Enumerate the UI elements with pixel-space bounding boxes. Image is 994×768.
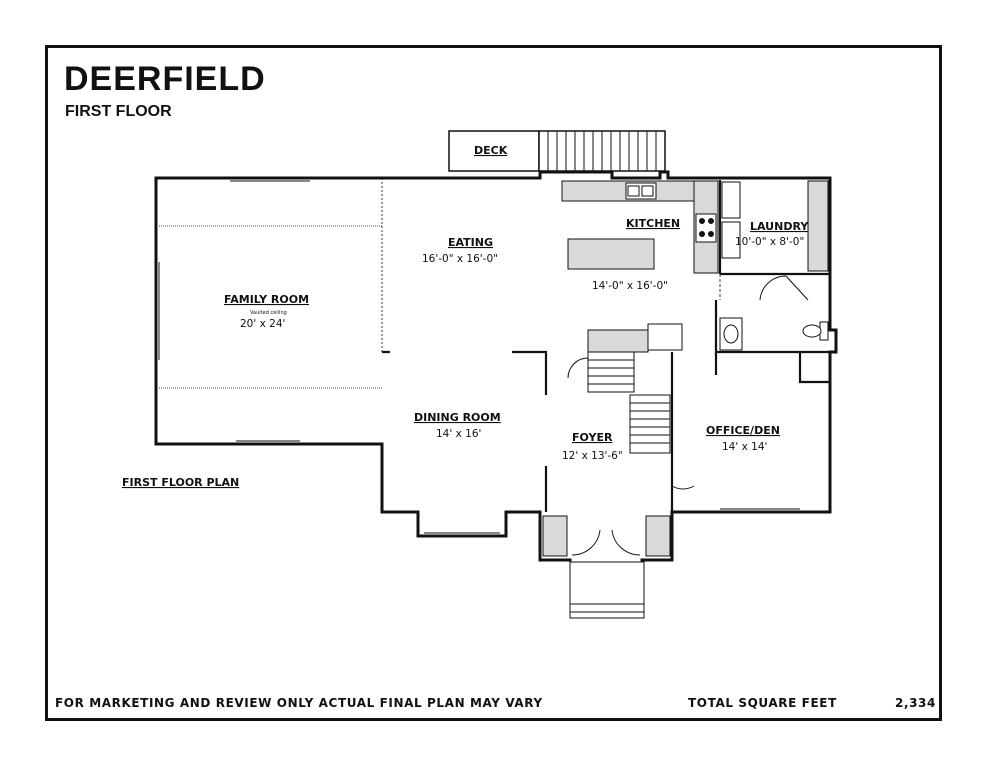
office-label: OFFICE/DEN — [706, 424, 780, 437]
toilet-icon — [802, 321, 829, 341]
eating-label: EATING — [448, 236, 493, 249]
kitchen-label: KITCHEN — [626, 217, 680, 230]
stairs — [587, 351, 671, 454]
vanity-sink-icon — [719, 317, 743, 351]
right-wall — [670, 328, 838, 514]
windows — [158, 180, 800, 534]
exterior-walls — [154, 170, 838, 562]
dining-room-dims: 14' x 16' — [436, 428, 481, 440]
sink-icon — [625, 182, 657, 200]
family-room-wall — [154, 176, 384, 446]
eating-dims: 16'-0" x 16'-0" — [422, 253, 498, 265]
door-swings — [567, 275, 809, 556]
family-room-note: Vaulted ceiling — [250, 310, 287, 316]
total-sqft-value: 2,334 — [895, 696, 936, 710]
deck — [448, 130, 666, 172]
foyer-dims: 12' x 13'-6" — [562, 450, 623, 462]
family-room-label: FAMILY ROOM — [224, 293, 309, 306]
total-sqft-label: TOTAL SQUARE FEET — [688, 696, 837, 710]
vestibule-left — [538, 510, 572, 562]
dining-room-label: DINING ROOM — [414, 411, 501, 424]
plan-caption: FIRST FLOOR PLAN — [122, 476, 239, 489]
office-dims: 14' x 14' — [722, 441, 767, 453]
plan-subtitle: FIRST FLOOR — [65, 103, 172, 120]
laundry-dims: 10'-0" x 8'-0" — [735, 236, 804, 248]
kitchen-counters — [561, 180, 829, 353]
kitchen-dims: 14'-0" x 16'-0" — [592, 280, 668, 292]
interior-walls — [382, 180, 830, 512]
range-icon — [695, 213, 717, 243]
porch-columns — [542, 515, 671, 557]
family-room-dims: 20' x 24' — [240, 318, 285, 330]
vestibule-right — [640, 510, 674, 562]
front-steps — [569, 561, 645, 619]
openings — [159, 178, 721, 389]
foyer-label: FOYER — [572, 431, 613, 444]
deck-label: DECK — [474, 144, 508, 157]
dining-bay-wall — [380, 442, 542, 538]
laundry-label: LAUNDRY — [750, 220, 809, 233]
plan-title: DEERFIELD — [64, 60, 266, 98]
washer-dryer-icon — [721, 181, 741, 259]
disclaimer-text: FOR MARKETING AND REVIEW ONLY ACTUAL FIN… — [55, 696, 543, 710]
rear-wall — [380, 170, 832, 332]
